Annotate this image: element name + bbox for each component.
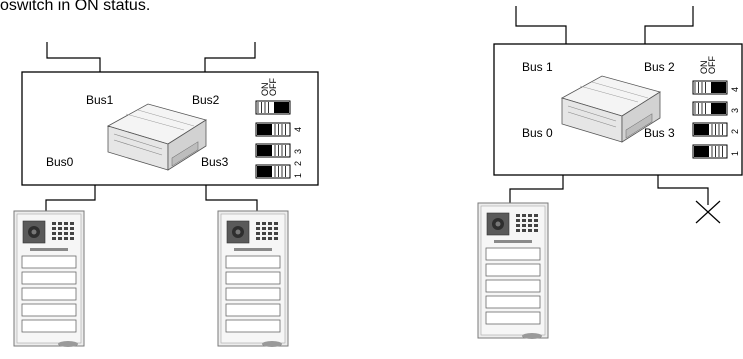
right-dip-switch-1 xyxy=(692,144,728,159)
right-module: Bus 1 Bus 2 Bus 0 Bus 3 ON OFF 4 3 2 1 xyxy=(477,6,743,340)
right-switch-number-3: 3 xyxy=(730,108,740,113)
right-bus2-wire xyxy=(644,6,694,44)
right-dip-switch-3 xyxy=(692,101,728,116)
left-bus0-wire xyxy=(45,185,96,213)
right-dip-switch-4 xyxy=(692,80,728,95)
right-switch-number-4: 4 xyxy=(730,87,740,92)
right-dip-switches xyxy=(692,80,728,159)
right-dip-lever-1 xyxy=(694,146,709,157)
left-dip-switch-3 xyxy=(255,122,291,137)
right-bus1-label: Bus 1 xyxy=(522,60,553,74)
right-bus3-not-connected-mark xyxy=(695,200,721,224)
right-bus1-wire xyxy=(515,6,567,44)
left-dip-switch-4 xyxy=(255,100,291,115)
left-switch-number-2: 2 xyxy=(293,161,303,166)
left-dip-switches xyxy=(255,100,291,179)
left-dip-lever-1 xyxy=(257,166,272,177)
left-dip-lever-4 xyxy=(274,102,289,113)
left-switch-number-1: 1 xyxy=(293,173,303,178)
left-bus1-wire xyxy=(46,42,101,72)
caption-text: oswitch in ON status. xyxy=(0,0,151,14)
left-dip-lever-3 xyxy=(257,124,272,135)
right-panel-bus0 xyxy=(477,202,549,340)
right-dip-lever-2 xyxy=(694,124,709,135)
left-bus2-label: Bus2 xyxy=(192,93,220,107)
right-bus3-label: Bus 3 xyxy=(644,126,675,140)
right-switch-on-label: ON xyxy=(699,61,709,75)
right-switch-number-1: 1 xyxy=(730,151,740,156)
left-switch-on-label: ON xyxy=(260,83,270,97)
right-switch-number-2: 2 xyxy=(730,129,740,134)
left-switch-number-4: 4 xyxy=(293,127,303,132)
right-dip-lever-4 xyxy=(711,82,726,93)
left-dip-switch-1 xyxy=(255,164,291,179)
left-panel-bus0 xyxy=(13,210,85,348)
left-bus1-label: Bus1 xyxy=(86,93,114,107)
left-dip-switch-2 xyxy=(255,143,291,158)
left-switch-number-3: 3 xyxy=(293,149,303,154)
right-dip-lever-3 xyxy=(711,103,726,114)
right-bus2-label: Bus 2 xyxy=(644,60,675,74)
right-dip-switch-2 xyxy=(692,122,728,137)
left-bus3-label: Bus3 xyxy=(201,155,229,169)
left-bus3-wire xyxy=(205,185,258,213)
left-bus0-label: Bus0 xyxy=(46,155,74,169)
right-bus0-wire xyxy=(509,175,564,205)
left-module: Bus1 Bus2 Bus0 Bus3 ON OFF 4 3 2 1 xyxy=(13,42,319,348)
right-bus0-label: Bus 0 xyxy=(522,126,553,140)
left-panel-bus3 xyxy=(217,210,289,348)
right-switch-off-label: OFF xyxy=(707,56,717,74)
right-bus3-wire xyxy=(657,175,709,205)
left-dip-lever-2 xyxy=(257,145,272,156)
left-switch-off-label: OFF xyxy=(268,78,278,96)
left-bus2-wire xyxy=(204,42,256,72)
